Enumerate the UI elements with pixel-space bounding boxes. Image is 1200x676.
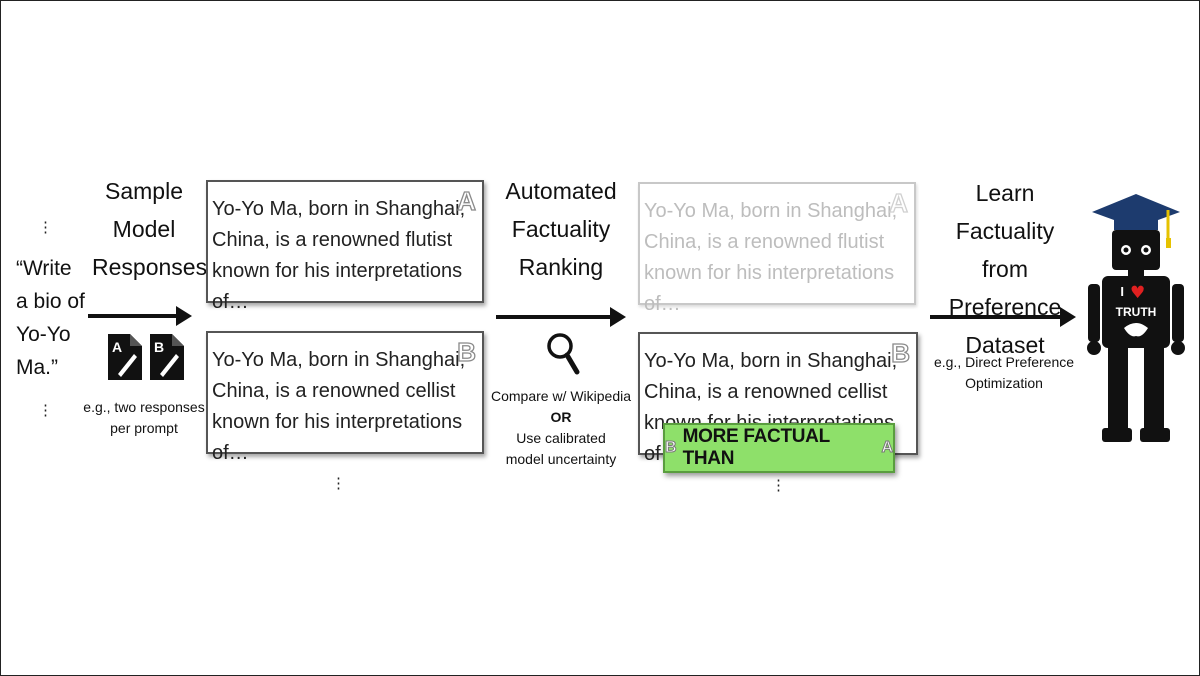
stage1-note-line: e.g., two responses xyxy=(83,399,205,415)
prompt-ellipsis-top: ⋮ xyxy=(38,219,53,236)
response-card-b: Yo-Yo Ma, born in Shanghai, China, is a … xyxy=(206,331,484,464)
file-b-icon: B xyxy=(150,334,184,380)
banner-text: MORE FACTUAL THAN xyxy=(682,426,830,469)
stage2-option2-line: Use calibrated xyxy=(516,430,606,446)
stage2-title-line: Automated xyxy=(505,178,617,204)
prompt-line: “Write xyxy=(16,257,72,280)
file-a-icon: A xyxy=(108,334,142,380)
stage1-title-line: Model xyxy=(112,216,176,242)
stage3-title-line: Dataset xyxy=(965,332,1045,358)
stage2-option2-line: model uncertainty xyxy=(505,451,617,467)
arrow-to-ranking xyxy=(496,307,626,327)
stage2-title-line: Factuality xyxy=(511,216,611,242)
stage1-note: e.g., two responses per prompt xyxy=(82,397,206,439)
banner-left-label: B xyxy=(665,439,678,457)
response-line: Yo-Yo Ma, born in Shanghai, xyxy=(644,200,898,222)
stage1-title-line: Responses xyxy=(92,254,208,280)
prompt-ellipsis-bottom: ⋮ xyxy=(38,402,53,419)
prompt-line: a bio of xyxy=(16,290,85,313)
stage3-note-line: Optimization xyxy=(965,375,1043,391)
stage1-note-line: per prompt xyxy=(110,420,178,436)
response-card-a: Yo-Yo Ma, born in Shanghai, China, is a … xyxy=(206,180,484,313)
stage2-or-label: OR xyxy=(550,409,572,425)
banner-right-label: A xyxy=(881,439,894,457)
ranked-card-a: Yo-Yo Ma, born in Shanghai, China, is a … xyxy=(638,182,916,315)
response-text: Yo-Yo Ma, born in Shanghai, China, is a … xyxy=(644,196,914,320)
response-line: China, is a renowned cellist xyxy=(644,381,888,403)
response-label-badge: A xyxy=(457,185,477,216)
responses-ellipsis: ⋮ xyxy=(331,475,346,492)
response-line: China, is a renowned cellist xyxy=(212,380,456,402)
robot-i-text: I xyxy=(1120,284,1124,299)
arrow-to-learning xyxy=(930,307,1076,327)
response-line: Yo-Yo Ma, born in Shanghai, xyxy=(212,349,466,371)
response-line: known for his interpretations of… xyxy=(212,260,463,313)
prompt-text: “Write a bio of Yo-Yo Ma.” xyxy=(16,252,96,384)
response-line: China, is a renowned flutist xyxy=(644,231,885,253)
stage2-title-line: Ranking xyxy=(518,254,604,280)
ranked-ellipsis: ⋮ xyxy=(771,477,786,494)
response-text: Yo-Yo Ma, born in Shanghai, China, is a … xyxy=(212,194,482,318)
stage1-title: Sample Model Responses xyxy=(92,172,208,286)
response-label-badge: A xyxy=(889,187,909,218)
arrow-to-responses xyxy=(88,306,192,326)
prompt-line: Yo-Yo xyxy=(16,323,71,346)
response-label-badge: B xyxy=(457,336,477,367)
response-line: Yo-Yo Ma, born in Shanghai, xyxy=(212,198,466,220)
stage2-option1: Compare w/ Wikipedia xyxy=(490,388,632,404)
robot-truth-text: TRUTH xyxy=(1116,305,1157,319)
response-line: Yo-Yo Ma, born in Shanghai, xyxy=(644,350,898,372)
response-label-badge: B xyxy=(891,337,911,368)
file-a-icon-label: A xyxy=(112,339,122,355)
graduate-robot-icon: I ♥ TRUTH xyxy=(1087,194,1185,442)
response-line: China, is a renowned flutist xyxy=(212,229,453,251)
response-text: Yo-Yo Ma, born in Shanghai, China, is a … xyxy=(212,345,482,469)
file-b-icon-label: B xyxy=(154,339,164,355)
magnifier-icon xyxy=(547,333,580,375)
response-line: known for his interpretations of… xyxy=(212,411,463,464)
heart-icon: ♥ xyxy=(1130,283,1145,303)
response-line: known for his interpretations of… xyxy=(644,262,895,315)
stage3-note-line: e.g., Direct Preference xyxy=(933,354,1075,370)
stage2-title: Automated Factuality Ranking xyxy=(498,172,624,286)
stage3-title-line: Learn Factuality xyxy=(955,180,1055,244)
stage3-title: Learn Factuality from Preference Dataset xyxy=(926,174,1084,364)
prompt-line: Ma.” xyxy=(16,356,58,379)
preference-banner: B MORE FACTUAL THAN A xyxy=(663,423,895,473)
stage3-note: e.g., Direct Preference Optimization xyxy=(928,352,1080,394)
stage2-options: Compare w/ Wikipedia OR Use calibrated m… xyxy=(488,386,634,470)
stage1-title-line: Sample xyxy=(105,178,183,204)
